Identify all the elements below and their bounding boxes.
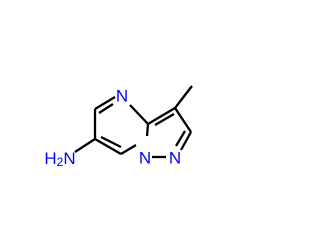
bond-c6-c7-double — [100, 135, 122, 149]
bond-n4-c5-double — [98, 103, 114, 114]
bond-c3-c2 — [174, 107, 192, 133]
bond-c3a-c3-double — [154, 113, 175, 126]
bond-c7-n8 — [120, 144, 137, 155]
bond-c3a-n4 — [129, 104, 149, 125]
atom-n1-label: N — [169, 149, 181, 168]
bond-n8-c3a — [145, 123, 150, 137]
bond-c3-methyl — [174, 85, 193, 109]
amine-subscript: 2 — [57, 155, 64, 169]
bond-c2-n1-double — [175, 130, 186, 147]
atom-n8-label: N — [139, 149, 151, 168]
amine-h: H — [44, 149, 56, 168]
atom-n4-label: N — [116, 87, 128, 106]
atom-amine-label: H2N — [44, 149, 75, 170]
bond-c2-n1 — [179, 131, 193, 151]
bond-c6-c7 — [94, 138, 122, 155]
molecule-structure-diagram: N N N H2N — [44, 85, 193, 170]
bond-c6-amine — [74, 138, 96, 153]
bond-n4-c5 — [94, 96, 116, 110]
bond-c3a-c3 — [147, 107, 176, 125]
amine-n: N — [63, 149, 75, 168]
